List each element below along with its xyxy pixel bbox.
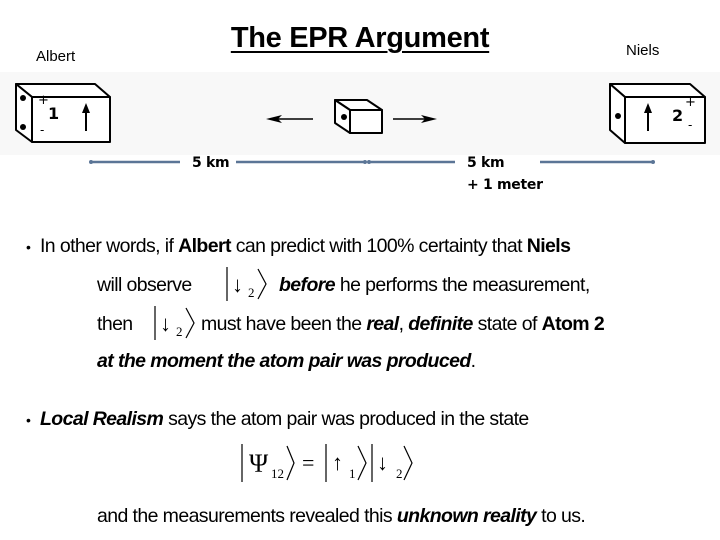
svg-text:2: 2 [248,285,255,300]
svg-text:↑: ↑ [332,450,343,475]
detector-2-minus: - [688,118,693,132]
bullet-2-line-1: • Local Realism says the atom pair was p… [26,408,529,430]
detector-2-number: 2 [672,106,683,125]
svg-text:↓: ↓ [377,450,388,475]
observer-label-albert: Albert [36,48,76,65]
slide-title: The EPR Argument [230,22,490,54]
source-icon [334,99,383,134]
distance-left-label: 5 km [192,155,230,171]
detector-2-icon [609,83,706,144]
detector-1-number: 1 [48,104,59,123]
bullet-marker: • [26,239,31,255]
svg-text:=: = [302,450,314,475]
distance-right-extra-label: + 1 meter [467,177,543,193]
state-equation: Ψ 12 = ↑ 1 ↓ 2 [241,444,413,482]
ket-down-2-icon: ↓ 2 [154,306,195,340]
bullet-marker: • [26,412,31,428]
emission-arrows [266,115,437,123]
svg-text:2: 2 [176,324,183,339]
bullet-1-line-2-rest: before he performs the measurement, [279,274,590,296]
distance-right-label: 5 km [467,155,505,171]
svg-text:Ψ: Ψ [249,449,269,478]
svg-text:12: 12 [271,466,284,481]
detector-2-plus: + [685,95,696,110]
svg-text:↓: ↓ [160,311,171,336]
svg-text:1: 1 [349,466,356,481]
epr-diagram [15,83,706,164]
bullet-1-line-3-rest: must have been the real, definite state … [201,313,605,335]
svg-text:2: 2 [396,466,403,481]
bullet-1-line-4: at the moment the atom pair was produced… [97,350,476,372]
ket-down-2-icon: ↓ 2 [226,267,267,301]
bullet-2-line-3: and the measurements revealed this unkno… [97,505,586,527]
detector-1-minus: - [40,123,45,137]
bullet-1-line-1: • In other words, if Albert can predict … [26,235,571,257]
svg-text:↓: ↓ [232,272,243,297]
detector-1-icon [15,83,111,143]
bullet-1-line-2: will observe [97,274,192,296]
detector-1-plus: + [38,93,49,108]
bullet-1-line-3: then [97,313,133,335]
observer-label-niels: Niels [626,42,660,59]
